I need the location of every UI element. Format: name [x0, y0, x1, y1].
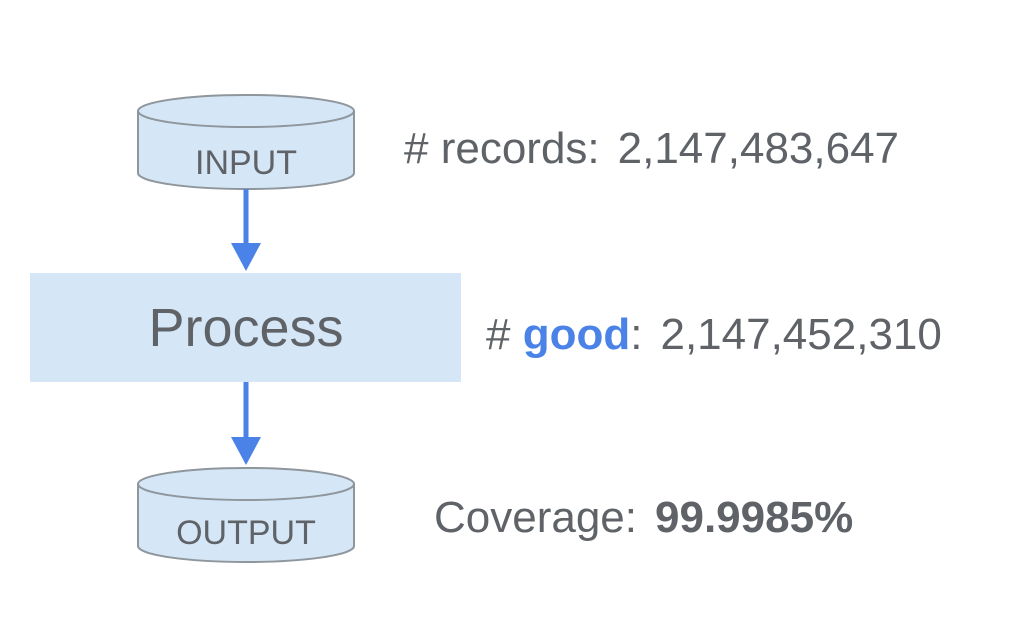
arrow-process-to-output [231, 382, 261, 465]
coverage-label: Coverage: [434, 493, 638, 542]
good-stat: # good:2,147,452,310 [486, 313, 942, 357]
arrow-input-to-process [231, 189, 261, 271]
process-box: Process [30, 273, 461, 382]
records-stat: # records: 2,147,483,647 [404, 127, 899, 171]
good-suffix: : [630, 310, 643, 359]
coverage-value: 99.9985% [655, 493, 854, 542]
records-value: 2,147,483,647 [617, 124, 900, 173]
good-value: 2,147,452,310 [660, 310, 942, 359]
process-label: Process [148, 298, 343, 358]
good-keyword: good [522, 310, 631, 359]
good-prefix: # [486, 310, 511, 359]
coverage-stat: Coverage: 99.9985% [434, 496, 853, 540]
output-cylinder: OUTPUT [137, 467, 355, 563]
records-label: # records: [404, 124, 600, 173]
input-cylinder: INPUT [137, 94, 355, 190]
input-label: INPUT [195, 144, 297, 182]
output-label: OUTPUT [176, 514, 316, 552]
